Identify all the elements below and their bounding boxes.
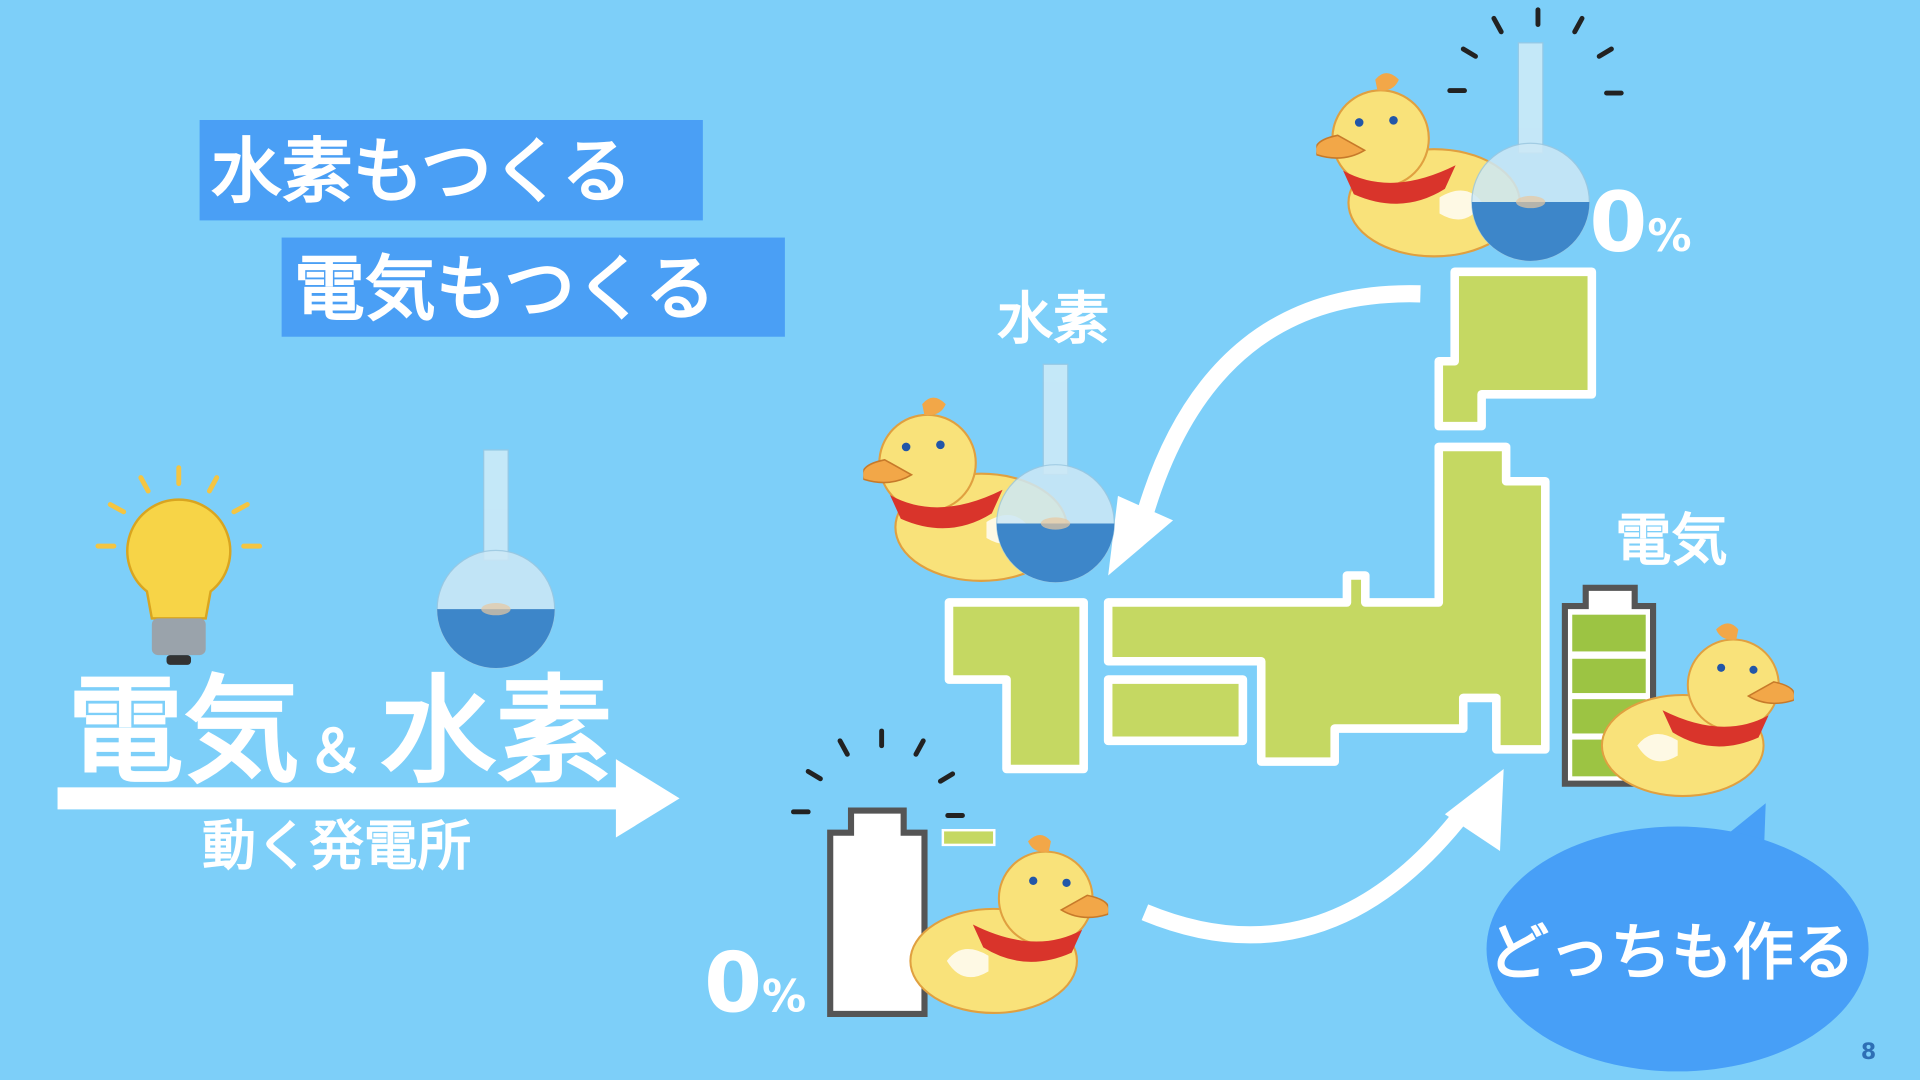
label-electricity-make-text: 電気もつくる (294, 247, 716, 330)
japan-map (944, 267, 1597, 774)
battery-empty-icon (827, 807, 928, 1017)
right-arrow-icon (57, 759, 680, 838)
flask-full-icon (996, 363, 1115, 583)
page-number: 8 (1861, 1040, 1876, 1065)
lightbulb-icon (95, 465, 263, 665)
main-title-amp: ＆ (306, 716, 365, 785)
electricity-label: 電気 (1615, 509, 1728, 574)
duck-bottom-icon (909, 833, 1109, 1015)
main-title: 電気 ＆ 水素 (67, 664, 612, 799)
map-hokkaido (1434, 267, 1597, 431)
label-electricity-make: 電気もつくる (281, 237, 785, 337)
main-title-electricity: 電気 (67, 664, 300, 799)
bubble-text: どっちも作る (1488, 917, 1855, 988)
subtitle: 動く発電所 (202, 814, 471, 877)
sparkle-bottom-icon (791, 728, 965, 818)
hydrogen-label: 水素 (997, 287, 1110, 352)
main-title-hydrogen: 水素 (380, 664, 613, 799)
flask-icon (436, 449, 556, 669)
speech-bubble: どっちも作る (1486, 803, 1869, 1072)
flask-empty-icon (1471, 42, 1591, 262)
label-hydrogen-make-text: 水素もつくる (211, 130, 633, 213)
map-shikoku (1103, 675, 1248, 746)
battery-segment-icon (941, 828, 996, 847)
bottom-percent: 0% (704, 934, 806, 1031)
map-honshu (1103, 442, 1550, 766)
sparkle-top-icon (1447, 7, 1624, 96)
curved-arrow-bottom (1141, 768, 1504, 944)
curved-arrow-top (1108, 285, 1421, 576)
map-kyushu (944, 598, 1088, 774)
top-percent: 0% (1589, 174, 1691, 271)
label-hydrogen-make: 水素もつくる (199, 120, 703, 221)
